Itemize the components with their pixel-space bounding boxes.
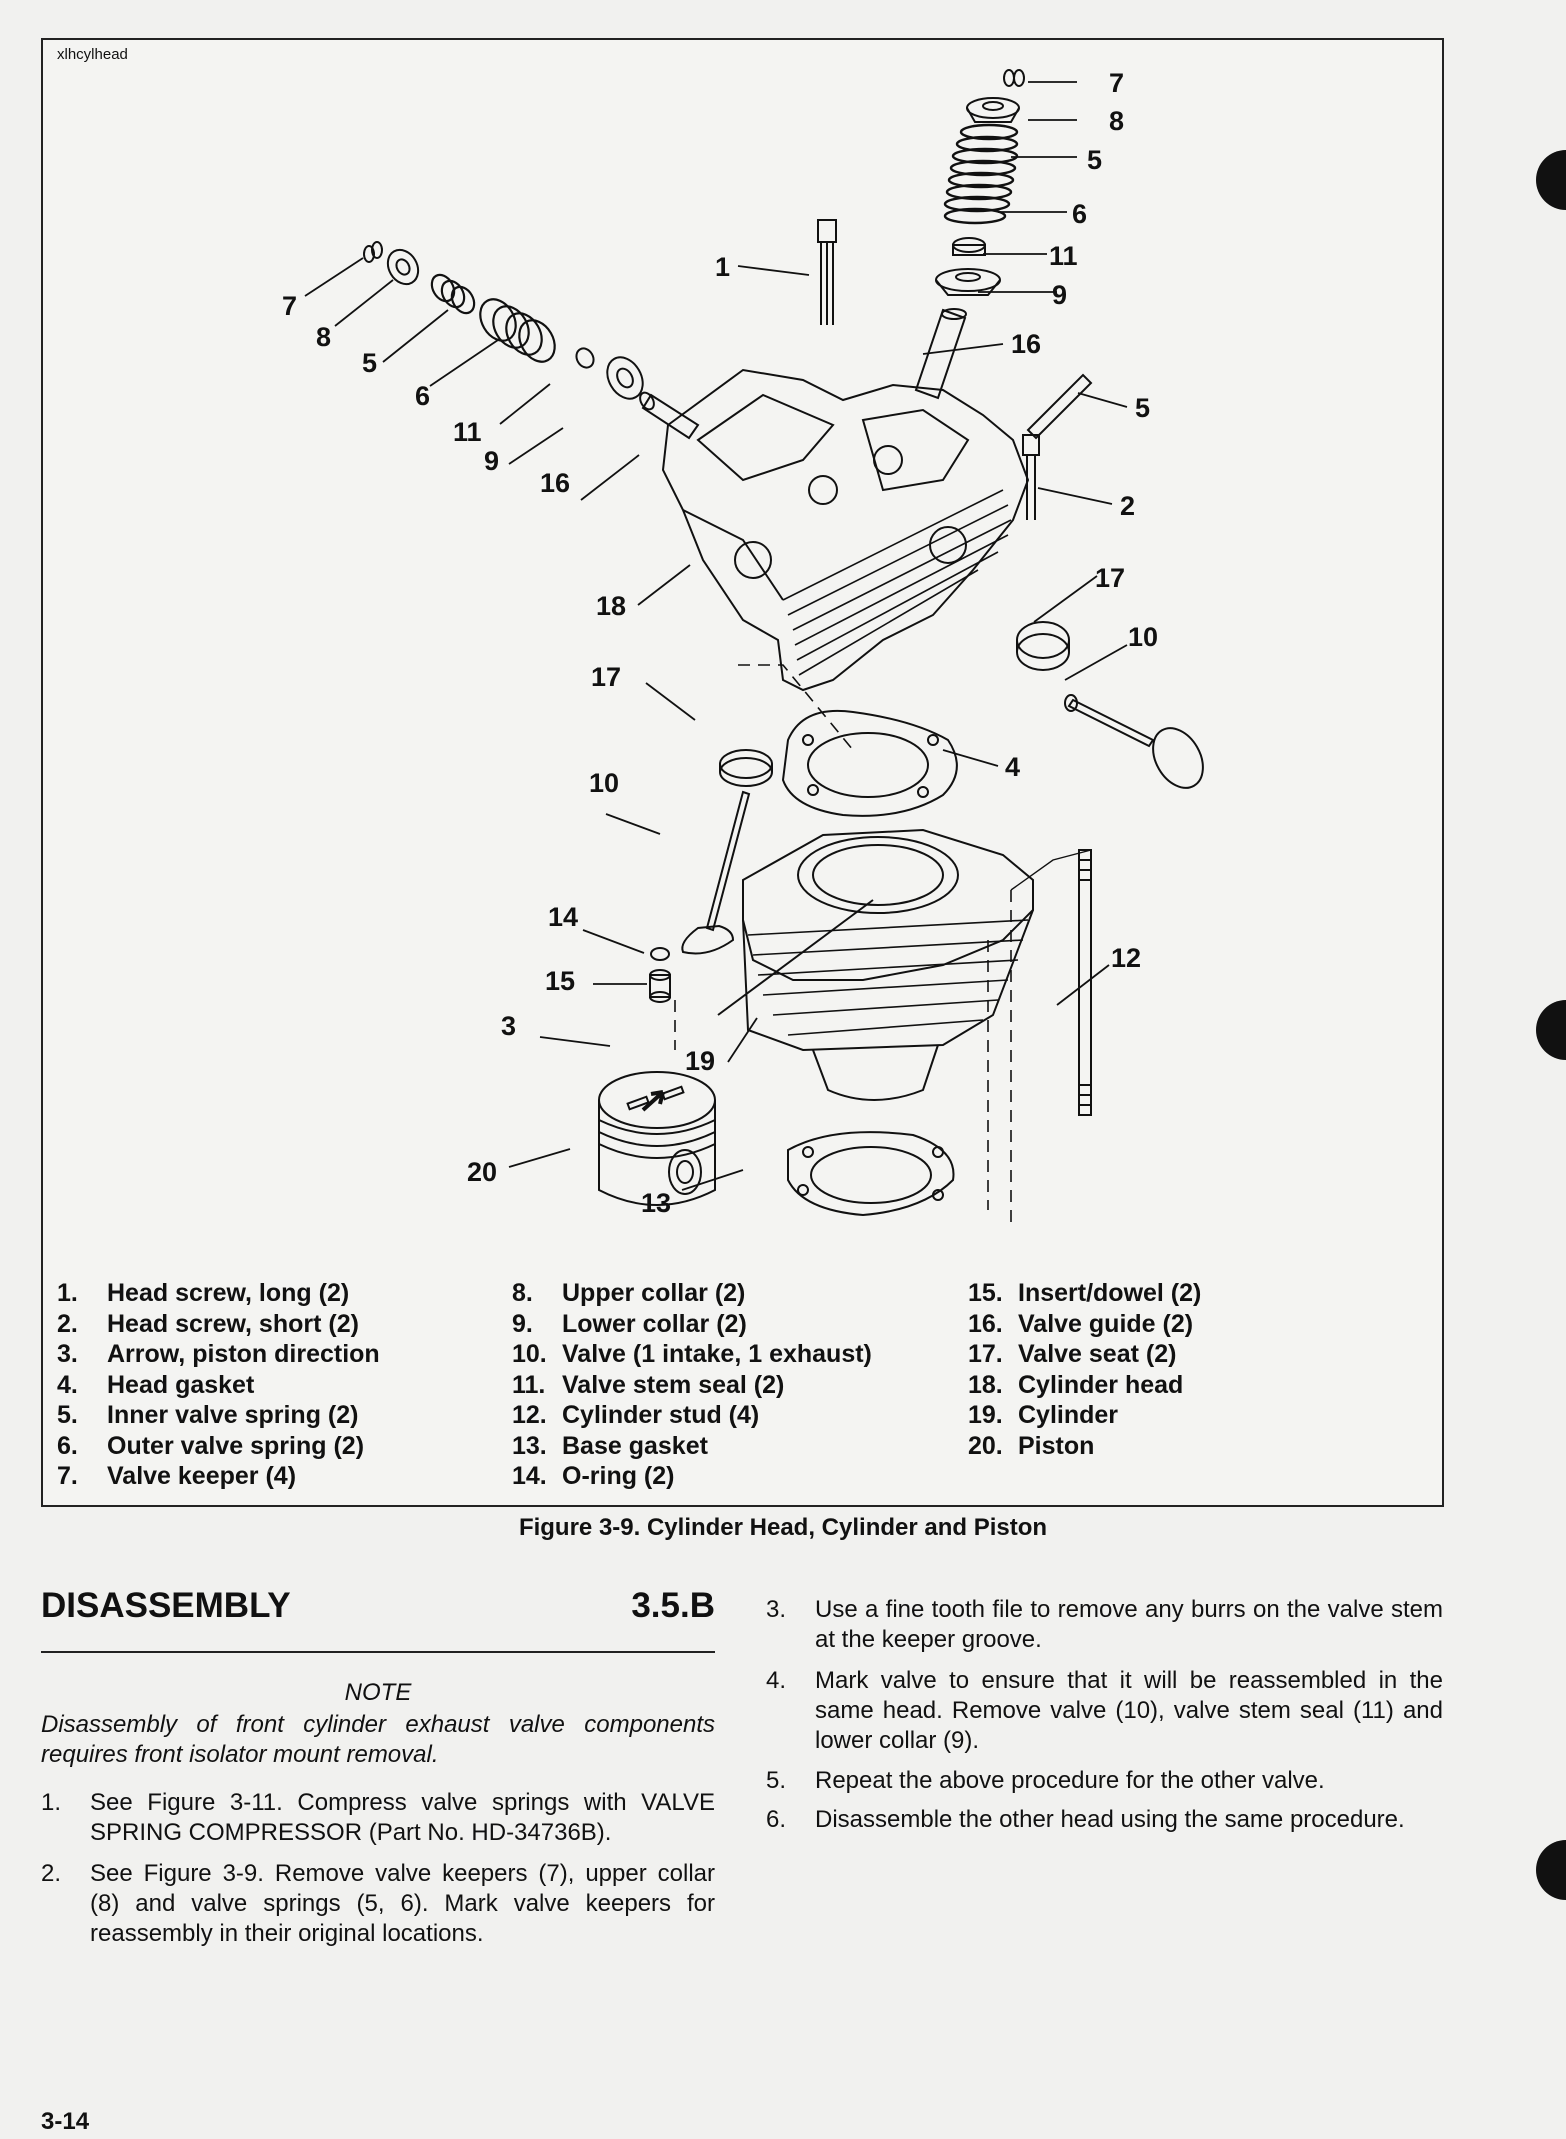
figure-tag: xlhcylhead bbox=[57, 46, 128, 63]
legend-item: 2.Head screw, short (2) bbox=[57, 1309, 359, 1338]
legend-item: 15.Insert/dowel (2) bbox=[968, 1279, 1202, 1307]
note-title: NOTE bbox=[344, 1679, 412, 1706]
legend-item: 4.Head gasket bbox=[57, 1370, 255, 1399]
legend-item: 8.Upper collar (2) bbox=[512, 1279, 746, 1307]
callout-label: 17 bbox=[591, 662, 621, 692]
callout-label: 7 bbox=[282, 291, 297, 321]
legend-item: 10.Valve (1 intake, 1 exhaust) bbox=[512, 1340, 872, 1368]
step-number: 6. bbox=[766, 1806, 787, 1833]
legend-item: 9.Lower collar (2) bbox=[512, 1309, 747, 1338]
leader-lines bbox=[304, 81, 1128, 1191]
legend-item: 1.Head screw, long (2) bbox=[57, 1279, 350, 1307]
o-ring-part bbox=[650, 947, 670, 961]
legend-item: 20.Piston bbox=[968, 1431, 1095, 1460]
callout-label: 5 bbox=[1135, 393, 1150, 423]
callout-label: 6 bbox=[1072, 199, 1087, 229]
legend-item: 17.Valve seat (2) bbox=[968, 1340, 1177, 1368]
legend-item: 18.Cylinder head bbox=[968, 1370, 1184, 1399]
callout-label: 16 bbox=[1011, 329, 1041, 359]
callout-label: 19 bbox=[685, 1046, 715, 1076]
callout-numbers: 7 8 5 6 11 9 1 16 5 2 17 10 4 18 17 10 1… bbox=[282, 68, 1158, 1218]
section-number: 3.5.B bbox=[631, 1586, 715, 1625]
legend-column-2: 8.Upper collar (2) 9.Lower collar (2) 10… bbox=[512, 1278, 872, 1492]
step-text: See Figure 3-11. Compress valve springs … bbox=[90, 1789, 715, 1846]
alignment-lines bbox=[674, 664, 1012, 1225]
cylinder-stud bbox=[1078, 849, 1092, 1116]
legend-item: 3.Arrow, piston direction bbox=[57, 1340, 380, 1368]
legend-item: 19.Cylinder bbox=[968, 1401, 1119, 1429]
step-text: See Figure 3-9. Remove valve keepers (7)… bbox=[90, 1860, 715, 1947]
legend-item: 6.Outer valve spring (2) bbox=[57, 1431, 365, 1460]
base-gasket bbox=[787, 1131, 955, 1217]
legend-item: 11.Valve stem seal (2) bbox=[512, 1370, 785, 1399]
left-valve bbox=[681, 749, 773, 955]
callout-label: 5 bbox=[1087, 145, 1102, 175]
callout-label: 9 bbox=[1052, 280, 1067, 310]
right-valve bbox=[1016, 621, 1204, 789]
exploded-view-diagram: 7 8 5 6 11 9 1 16 5 2 17 10 4 18 17 10 1… bbox=[282, 68, 1204, 1225]
step-number: 2. bbox=[41, 1860, 62, 1887]
legend-item: 7.Valve keeper (4) bbox=[57, 1462, 297, 1490]
callout-label: 7 bbox=[1109, 68, 1124, 98]
cylinder bbox=[717, 828, 1034, 1101]
legend-item: 16.Valve guide (2) bbox=[968, 1309, 1194, 1338]
binder-hole bbox=[1536, 1840, 1566, 1900]
legend-item: 14.O-ring (2) bbox=[512, 1462, 675, 1490]
dowel-part bbox=[649, 969, 671, 1003]
callout-label: 1 bbox=[715, 252, 730, 282]
callout-label: 10 bbox=[589, 768, 619, 798]
heading-rule bbox=[41, 1651, 715, 1653]
callout-label: 8 bbox=[316, 322, 331, 352]
legend-item: 12.Cylinder stud (4) bbox=[512, 1401, 760, 1429]
step-number: 3. bbox=[766, 1596, 787, 1623]
page-number: 3-14 bbox=[41, 2108, 90, 2135]
callout-label: 17 bbox=[1095, 563, 1125, 593]
binder-hole bbox=[1536, 1000, 1566, 1060]
figure-caption: Figure 3-9. Cylinder Head, Cylinder and … bbox=[518, 1514, 1048, 1541]
step-text: Mark valve to ensure that it will be rea… bbox=[815, 1667, 1443, 1754]
callout-label: 12 bbox=[1111, 943, 1141, 973]
callout-label: 10 bbox=[1128, 622, 1158, 652]
step-number: 5. bbox=[766, 1767, 787, 1794]
legend-item: 5.Inner valve spring (2) bbox=[57, 1401, 359, 1429]
callout-label: 9 bbox=[484, 446, 499, 476]
piston bbox=[598, 1071, 716, 1206]
step-text: Repeat the above procedure for the other… bbox=[815, 1767, 1325, 1794]
callout-label: 3 bbox=[501, 1011, 516, 1041]
callout-label: 13 bbox=[641, 1188, 671, 1218]
upper-valve-train bbox=[817, 69, 1093, 520]
section-heading: DISASSEMBLY 3.5.B bbox=[41, 1586, 715, 1626]
callout-label: 6 bbox=[415, 381, 430, 411]
head-gasket bbox=[781, 709, 958, 817]
legend-column-1: 1.Head screw, long (2) 2.Head screw, sho… bbox=[57, 1278, 380, 1492]
binder-hole bbox=[1536, 150, 1566, 210]
callout-label: 2 bbox=[1120, 491, 1135, 521]
step-text: Disassemble the other head using the sam… bbox=[815, 1806, 1405, 1833]
callout-label: 14 bbox=[548, 902, 578, 932]
callout-label: 4 bbox=[1005, 752, 1020, 782]
figure-frame: xlhcylhead bbox=[41, 38, 1444, 1507]
callout-label: 20 bbox=[467, 1157, 497, 1187]
direction-arrow-icon bbox=[641, 1090, 665, 1112]
step-number: 1. bbox=[41, 1789, 62, 1816]
step-number: 4. bbox=[766, 1667, 787, 1694]
callout-label: 8 bbox=[1109, 106, 1124, 136]
cylinder-head bbox=[661, 368, 1030, 692]
callout-label: 11 bbox=[453, 417, 482, 447]
section-title: DISASSEMBLY bbox=[41, 1586, 291, 1625]
callout-label: 16 bbox=[540, 468, 570, 498]
legend-item: 13.Base gasket bbox=[512, 1431, 708, 1460]
callout-label: 18 bbox=[596, 591, 626, 621]
note-text: Disassembly of front cylinder exhaust va… bbox=[41, 1711, 715, 1768]
legend-column-3: 15.Insert/dowel (2) 16.Valve guide (2) 1… bbox=[968, 1278, 1201, 1461]
callout-label: 5 bbox=[362, 348, 377, 378]
callout-label: 15 bbox=[545, 966, 575, 996]
callout-label: 11 bbox=[1049, 241, 1078, 271]
step-text: Use a fine tooth file to remove any burr… bbox=[815, 1596, 1443, 1653]
stud-guide-line bbox=[1010, 849, 1092, 891]
